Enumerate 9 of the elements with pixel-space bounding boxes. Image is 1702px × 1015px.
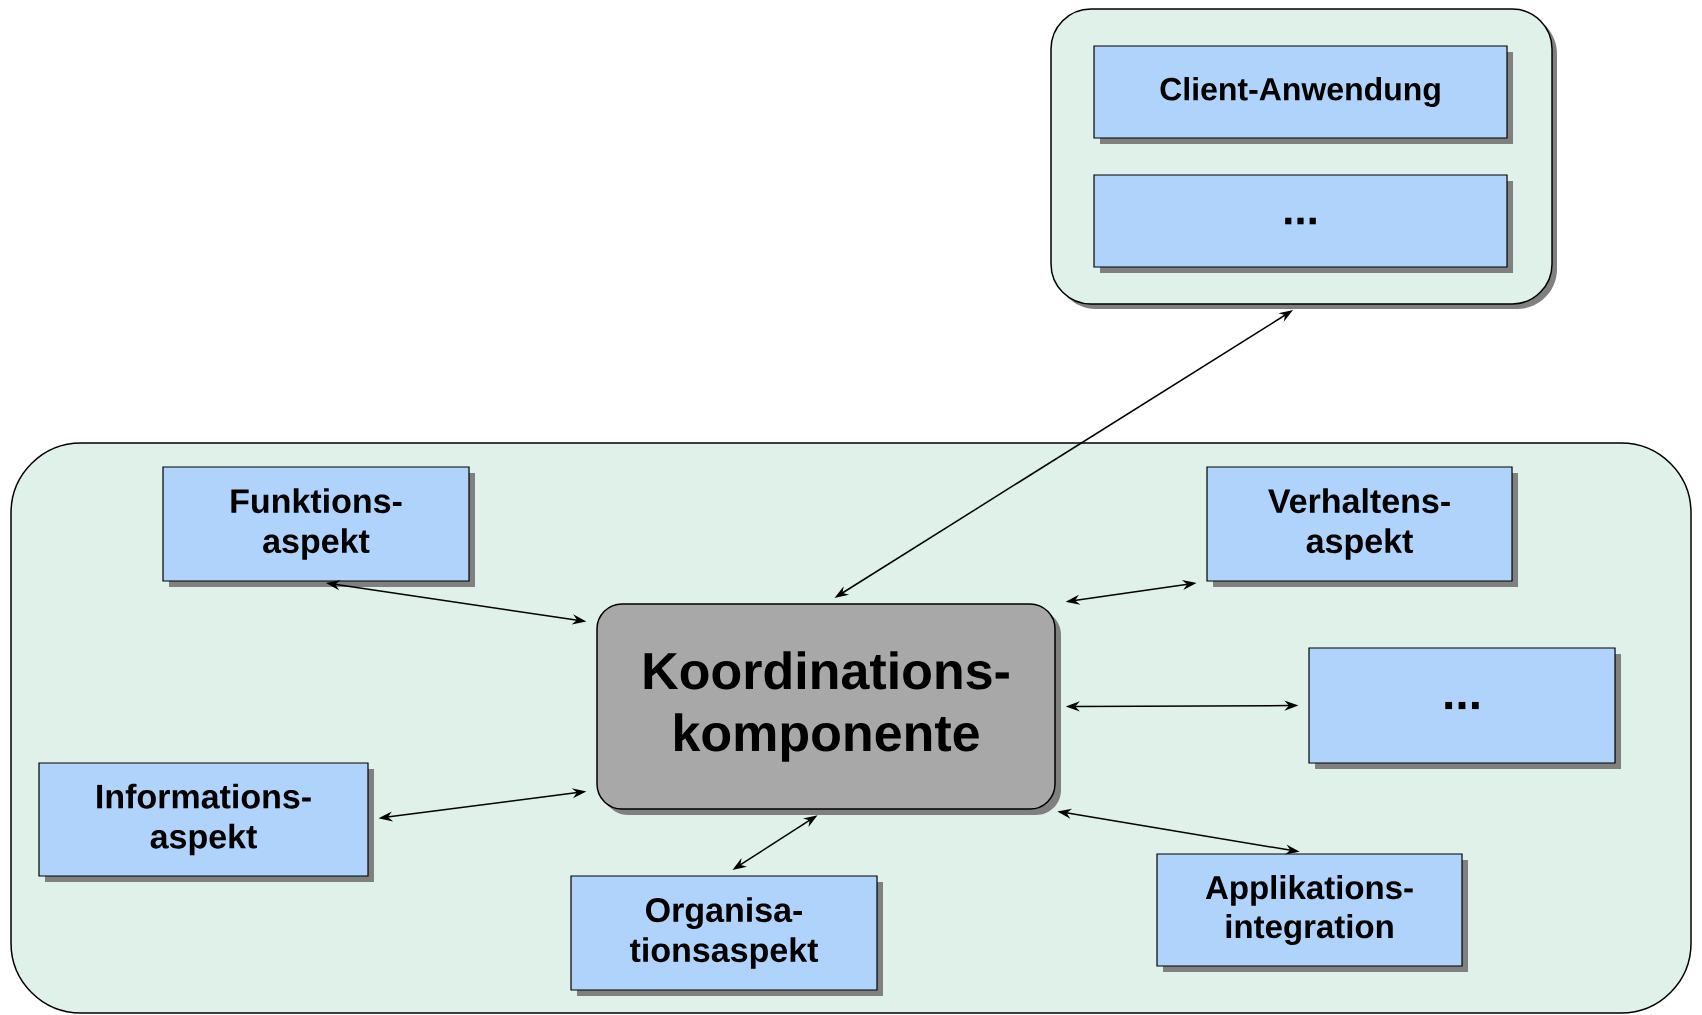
aspect-box: ...: [1308, 647, 1621, 769]
aspect-box: Verhaltens- aspekt: [1206, 466, 1518, 587]
aspect-box: Applikations- integration: [1156, 853, 1468, 972]
aspect-box: Funktions- aspekt: [162, 466, 475, 587]
aspect-box: Informations- aspekt: [38, 762, 374, 882]
component-box: ...: [1093, 174, 1513, 273]
aspect-box: Organisa- tionsaspekt: [570, 875, 883, 996]
coordination-box: Koordinations- komponente: [596, 603, 1061, 815]
component-box: Client-Anwendung: [1093, 45, 1513, 144]
